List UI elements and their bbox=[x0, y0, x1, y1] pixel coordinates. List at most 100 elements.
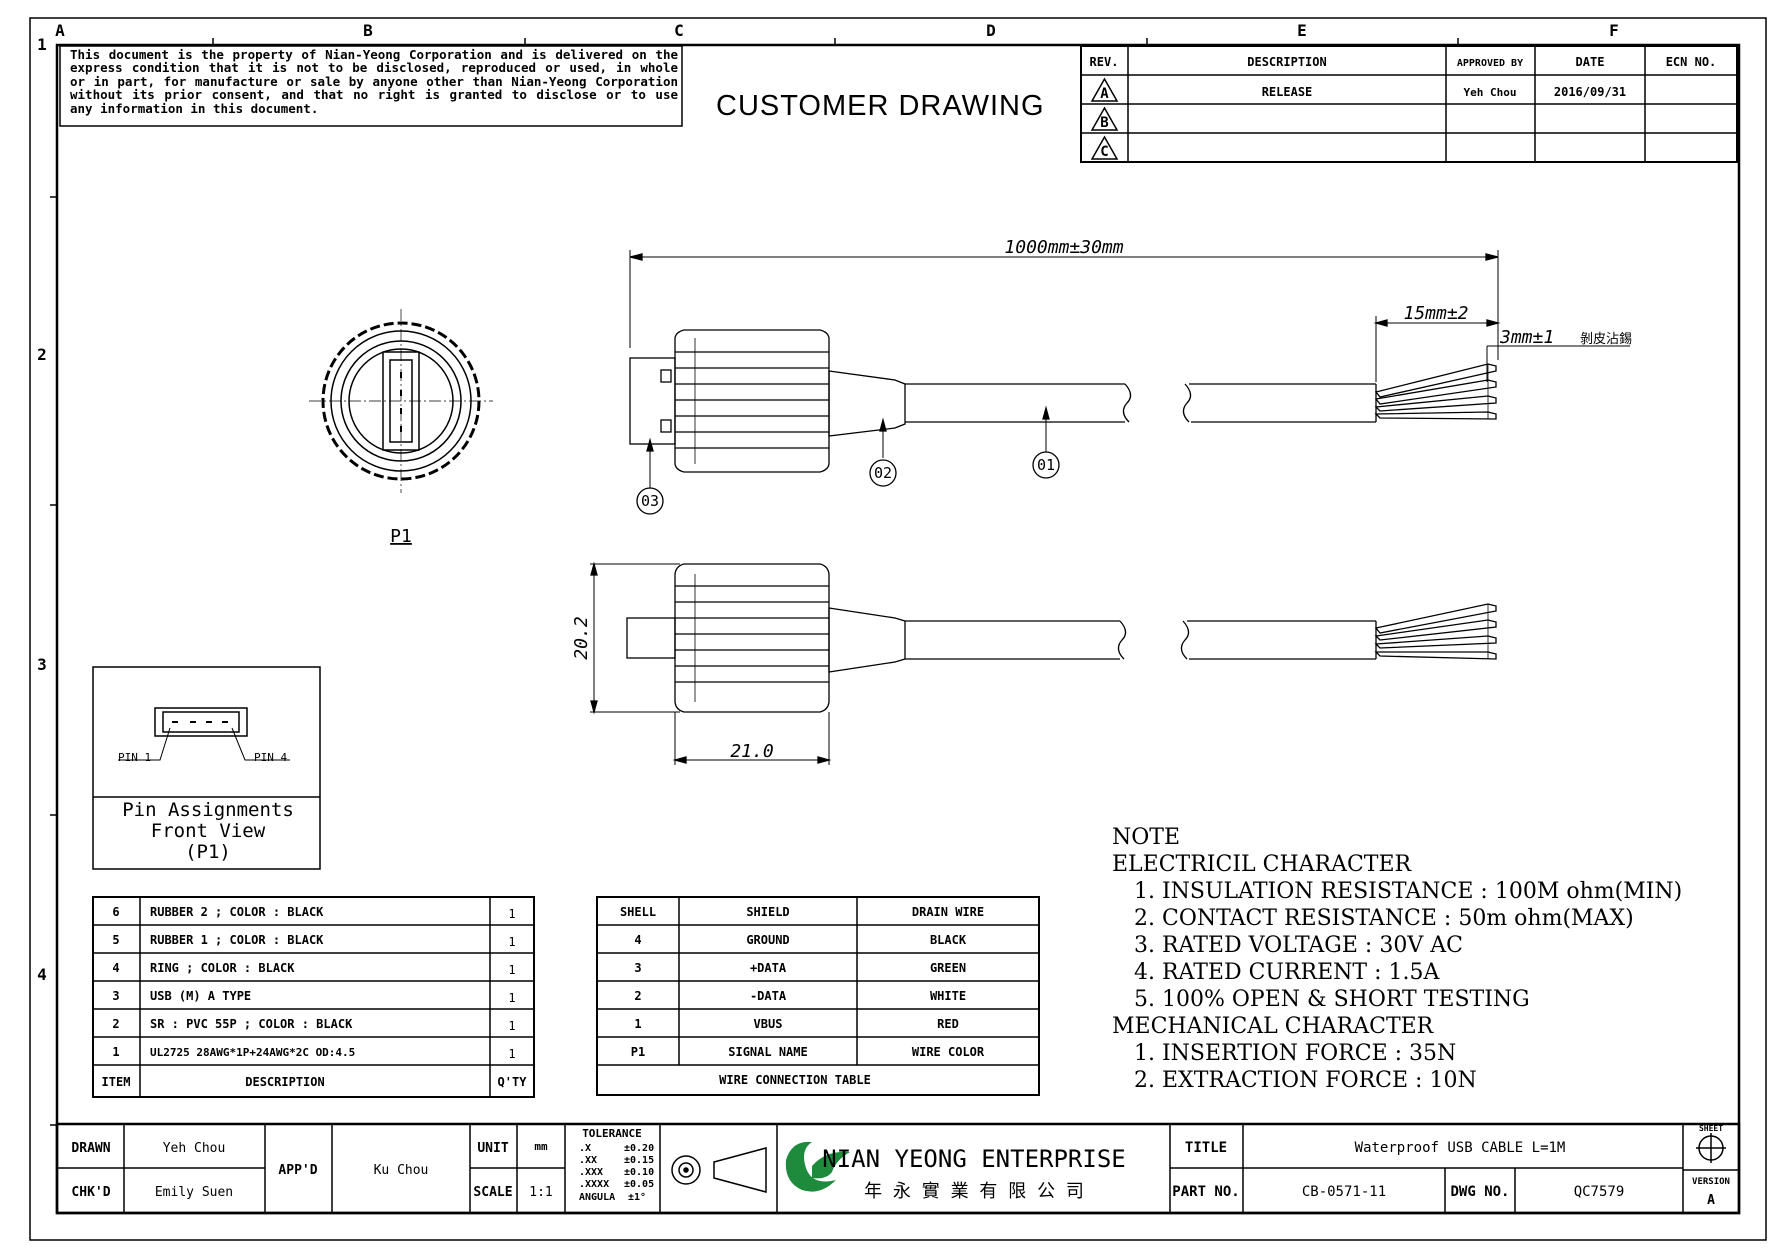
wire-table-caption: WIRE CONNECTION TABLE bbox=[719, 1073, 871, 1087]
tolerance-value: ±0.05 bbox=[624, 1179, 654, 1190]
wire-cell: SIGNAL NAME bbox=[728, 1045, 807, 1059]
title-block-label: CHK'D bbox=[71, 1185, 110, 1200]
bom-header: DESCRIPTION bbox=[245, 1075, 324, 1089]
wire-cell: VBUS bbox=[754, 1017, 783, 1031]
note-item: 4. RATED CURRENT : 1.5A bbox=[1134, 960, 1440, 985]
wire-cell: +DATA bbox=[750, 961, 787, 975]
company-logo bbox=[785, 1141, 850, 1192]
tolerance-value: ±0.15 bbox=[624, 1155, 654, 1166]
dimension-strip: 15mm±2 bbox=[1403, 303, 1468, 324]
tolerance-value: ±1° bbox=[628, 1192, 646, 1203]
outer-border bbox=[29, 17, 1767, 1241]
bom-qty: 1 bbox=[508, 963, 515, 977]
wire-cell: -DATA bbox=[750, 989, 787, 1003]
tolerance-key: .XXXX bbox=[579, 1179, 609, 1190]
bom-header: ITEM bbox=[102, 1075, 131, 1089]
bom-qty: 1 bbox=[508, 1047, 515, 1061]
checked-by-value: Emily Suen bbox=[155, 1185, 233, 1200]
grid-row-label: 2 bbox=[37, 345, 47, 364]
dimension-tin: 3mm±1 bbox=[1499, 327, 1554, 348]
balloon-label: 02 bbox=[874, 464, 892, 482]
grid-col-label: E bbox=[1297, 21, 1307, 40]
revision-table bbox=[1080, 45, 1738, 163]
bom-description: UL2725 28AWG*1P+24AWG*2C OD:4.5 bbox=[150, 1046, 355, 1059]
bom-description: RING ; COLOR : BLACK bbox=[150, 961, 295, 975]
cable-top-view bbox=[590, 561, 1497, 765]
bom-qty: 1 bbox=[508, 1019, 515, 1033]
bom-description: USB (M) A TYPE bbox=[150, 989, 251, 1003]
wire-cell: DRAIN WIRE bbox=[912, 905, 984, 919]
wire-cell: WIRE COLOR bbox=[912, 1045, 985, 1059]
notes-section-heading: ELECTRICIL CHARACTER bbox=[1112, 852, 1412, 877]
scale-value: 1:1 bbox=[529, 1185, 552, 1200]
title-block-label: SHEET bbox=[1699, 1124, 1723, 1133]
disclaimer-text: This document is the property of Nian-Ye… bbox=[70, 47, 678, 116]
dimension-total-length: 1000mm±30mm bbox=[1004, 237, 1123, 258]
bom-description: SR : PVC 55P ; COLOR : BLACK bbox=[150, 1017, 353, 1031]
notes-heading: NOTE bbox=[1112, 825, 1181, 850]
wire-cell: GROUND bbox=[746, 933, 789, 947]
title-block-label: DWG NO. bbox=[1450, 1184, 1509, 1200]
grid-row-label: 4 bbox=[37, 965, 47, 984]
tolerance-label: TOLERANCE bbox=[582, 1127, 642, 1140]
wire-cell: 1 bbox=[634, 1017, 641, 1031]
rev-description: RELEASE bbox=[1262, 85, 1313, 99]
wire-cell: SHELL bbox=[620, 905, 656, 919]
tolerance-value: ±0.20 bbox=[624, 1143, 654, 1154]
grid-col-label: B bbox=[363, 21, 373, 40]
bom-description: RUBBER 1 ; COLOR : BLACK bbox=[150, 933, 324, 947]
p1-front-view bbox=[309, 309, 493, 493]
drawing-title-value: Waterproof USB CABLE L=1M bbox=[1355, 1140, 1566, 1156]
grid-col-label: A bbox=[55, 21, 65, 40]
bom-description: RUBBER 2 ; COLOR : BLACK bbox=[150, 905, 324, 919]
bom-item: 4 bbox=[112, 961, 119, 975]
grid-row-label: 1 bbox=[37, 35, 47, 54]
grid-col-label: C bbox=[674, 21, 684, 40]
dimension-height: 20.2 bbox=[571, 616, 592, 659]
bom-item: 3 bbox=[112, 989, 119, 1003]
note-item: 2. EXTRACTION FORCE : 10N bbox=[1134, 1068, 1477, 1093]
wire-table bbox=[596, 896, 1040, 1096]
pin-assignment-box bbox=[92, 666, 321, 870]
wire-cell: 3 bbox=[634, 961, 641, 975]
disclaimer-box bbox=[59, 45, 683, 127]
title-block-label: SCALE bbox=[473, 1185, 512, 1200]
tolerance-value: ±0.10 bbox=[624, 1167, 654, 1178]
p1-label: P1 bbox=[390, 526, 412, 547]
company-name-en: NIAN YEONG ENTERPRISE bbox=[822, 1145, 1125, 1173]
wire-cell: RED bbox=[937, 1017, 959, 1031]
note-item: 1. INSERTION FORCE : 35N bbox=[1134, 1041, 1457, 1066]
rev-header: ECN NO. bbox=[1666, 55, 1717, 69]
rev-header: DESCRIPTION bbox=[1247, 55, 1326, 69]
wire-cell: 2 bbox=[634, 989, 641, 1003]
dimension-width: 21.0 bbox=[730, 741, 773, 762]
balloon-label: 01 bbox=[1037, 456, 1055, 474]
drawing-number-value: QC7579 bbox=[1574, 1184, 1625, 1200]
bom-qty: 1 bbox=[508, 991, 515, 1005]
pin4-label: PIN 4 bbox=[254, 751, 287, 764]
bom-qty: 1 bbox=[508, 935, 515, 949]
drawing-title: CUSTOMER DRAWING bbox=[716, 90, 1045, 122]
pin-view-caption-line: (P1) bbox=[185, 841, 231, 863]
title-block-label: DRAWN bbox=[71, 1141, 110, 1156]
wire-cell: SHIELD bbox=[746, 905, 789, 919]
wire-cell: BLACK bbox=[930, 933, 967, 947]
bom-table bbox=[92, 896, 535, 1098]
grid-ticks bbox=[50, 38, 1459, 1126]
rev-letter: C bbox=[1100, 144, 1108, 160]
balloon-label: 03 bbox=[641, 492, 659, 510]
note-item: 2. CONTACT RESISTANCE : 50m ohm(MAX) bbox=[1134, 906, 1634, 931]
tolerance-key: .X bbox=[579, 1143, 591, 1154]
title-block bbox=[55, 1122, 1741, 1215]
rev-header: REV. bbox=[1090, 55, 1119, 69]
pin-view-caption-line: Pin Assignments bbox=[122, 799, 294, 821]
rev-header: DATE bbox=[1576, 55, 1605, 69]
title-block-label: APP'D bbox=[278, 1163, 317, 1178]
title-block-label: UNIT bbox=[477, 1141, 508, 1156]
bom-qty: 1 bbox=[508, 907, 515, 921]
note-item: 3. RATED VOLTAGE : 30V AC bbox=[1134, 933, 1463, 958]
drawn-by-value: Yeh Chou bbox=[163, 1141, 226, 1156]
grid-col-label: D bbox=[986, 21, 996, 40]
wire-cell: WHITE bbox=[930, 989, 966, 1003]
